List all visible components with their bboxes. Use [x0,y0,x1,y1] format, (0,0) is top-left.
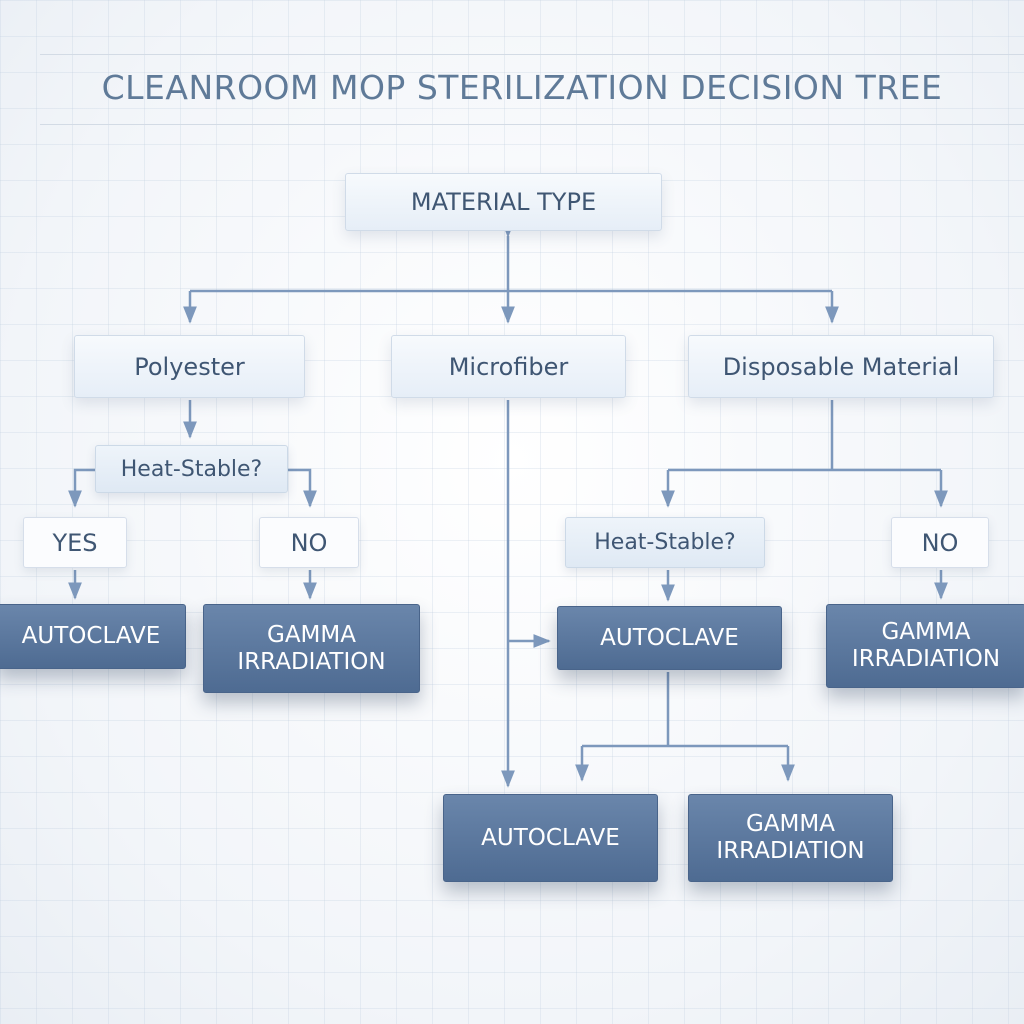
root-node-material-type: MATERIAL TYPE [345,173,662,231]
polyester-gamma-irradiation-result: GAMMA IRRADIATION [203,604,420,693]
polyester-no-node: NO [259,517,359,568]
bottom-gamma-irradiation-result: GAMMA IRRADIATION [688,794,893,882]
polyester-label: Polyester [134,352,245,381]
polyester-autoclave-result: AUTOCLAVE [0,604,186,669]
disposable-material-label: Disposable Material [722,352,960,381]
title-bottom-rule [40,124,1024,125]
root-node-label: MATERIAL TYPE [410,188,597,216]
polyester-yes-label: YES [52,528,98,557]
polyester-autoclave-label: AUTOCLAVE [21,623,161,649]
autoclave-center-label: AUTOCLAVE [600,624,739,651]
polyester-node: Polyester [74,335,305,398]
bottom-gamma-line2: IRRADIATION [716,838,865,864]
disposable-heat-stable-question: Heat-Stable? [565,517,765,568]
title-top-rule [40,54,1024,55]
disposable-material-node: Disposable Material [688,335,994,398]
disposable-gamma-line2: IRRADIATION [851,646,1001,672]
bottom-gamma-line1: GAMMA [746,811,835,837]
autoclave-result-center: AUTOCLAVE [557,606,782,670]
microfiber-label: Microfiber [448,352,569,381]
connector-question-to-no [288,468,317,508]
polyester-gamma-line2: IRRADIATION [237,648,386,675]
connector-question-to-yes [68,468,96,508]
disposable-gamma-line1: GAMMA [881,619,971,645]
disposable-no-label: NO [921,528,959,557]
polyester-question-label: Heat-Stable? [120,456,263,482]
polyester-no-label: NO [290,528,328,557]
disposable-no-node: NO [891,517,989,568]
bottom-autoclave-result: AUTOCLAVE [443,794,658,882]
polyester-yes-node: YES [23,517,127,568]
microfiber-node: Microfiber [391,335,626,398]
disposable-gamma-irradiation-result: GAMMA IRRADIATION [826,604,1024,688]
bottom-autoclave-label: AUTOCLAVE [481,824,620,851]
diagram-title: CLEANROOM MOP STERILIZATION DECISION TRE… [101,68,943,107]
polyester-gamma-line1: GAMMA [267,621,356,648]
polyester-heat-stable-question: Heat-Stable? [95,445,288,493]
disposable-question-label: Heat-Stable? [594,530,736,555]
